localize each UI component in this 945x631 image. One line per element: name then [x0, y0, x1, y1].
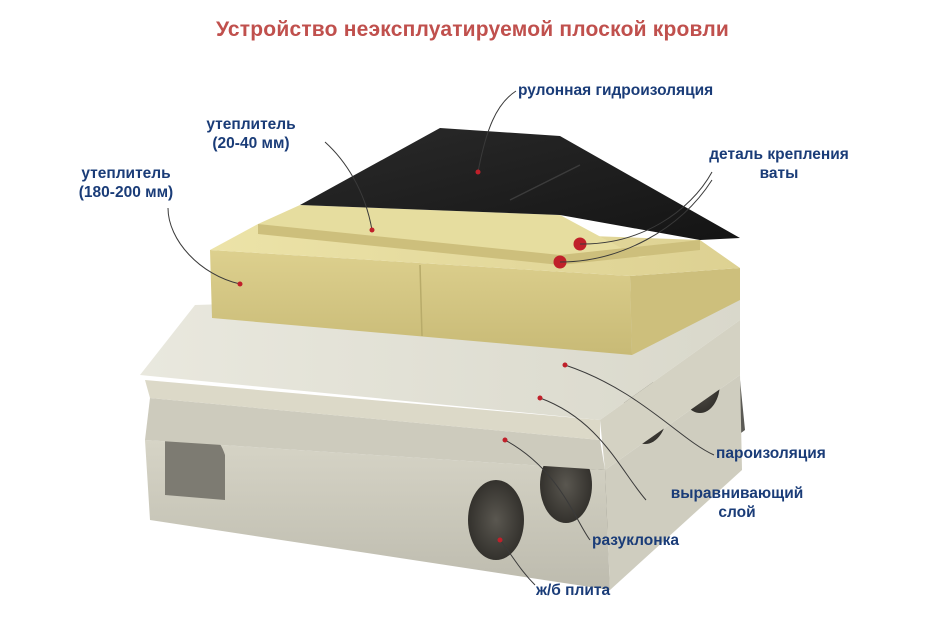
leader-fastener-2: [559, 179, 713, 263]
label-insulation-main-line1: утеплитель: [81, 165, 171, 182]
label-insulation-top-line1: утеплитель: [206, 116, 296, 133]
leader-dot: [237, 281, 243, 287]
slab-core-hole: [468, 480, 524, 560]
label-insulation-top: утеплитель (20-40 мм): [184, 115, 318, 153]
leader-insulation-top: [324, 141, 373, 231]
label-leveling-layer: выравнивающий слой: [644, 484, 830, 522]
label-insulation-main: утеплитель (180-200 мм): [58, 164, 194, 202]
leader-vapor-barrier: [564, 364, 715, 456]
leveling-layer-front: [145, 380, 600, 440]
leader-dot: [502, 437, 508, 443]
leader-dot: [562, 362, 568, 368]
label-slope-layer: разуклонка: [592, 532, 680, 549]
slab-left-cavity: [165, 428, 225, 500]
leader-slope: [504, 439, 591, 541]
label-leveling-line1: выравнивающий: [670, 485, 804, 502]
slab-right-face: [605, 375, 742, 590]
top-insulation-top: [258, 205, 700, 258]
label-fastener: деталь крепления ваты: [682, 145, 876, 183]
leader-dot: [537, 395, 543, 401]
label-insulation-top-line2: (20-40 мм): [212, 135, 290, 152]
leader-membrane: [477, 90, 517, 173]
leader-dot: [497, 537, 503, 543]
leveling-layer-right: [600, 320, 740, 470]
leader-lines: [167, 90, 715, 586]
leader-dot: [369, 227, 375, 233]
slope-layer-front: [145, 398, 605, 470]
insulation-board-joint: [419, 264, 423, 337]
main-insulation-right: [630, 268, 740, 355]
leader-insulation-main: [167, 207, 241, 285]
top-insulation-layer: [258, 205, 700, 265]
label-fastener-line1: деталь крепления: [709, 146, 849, 163]
leader-slab: [499, 539, 536, 586]
label-fastener-line2: ваты: [759, 165, 799, 182]
label-roll-waterproofing: рулонная гидроизоляция: [518, 82, 714, 99]
label-leveling-line2: слой: [718, 504, 756, 521]
label-vapor-barrier: пароизоляция: [716, 445, 826, 462]
label-concrete-slab: ж/б плита: [536, 582, 611, 599]
label-insulation-main-line2: (180-200 мм): [78, 184, 174, 201]
diagram-title: Устройство неэксплуатируемой плоской кро…: [215, 18, 730, 41]
roll-membrane-layer: [300, 128, 740, 240]
top-insulation-front: [258, 224, 700, 265]
leader-dot: [475, 169, 481, 175]
roll-membrane-sheet: [300, 128, 740, 240]
leader-fastener: [579, 171, 713, 245]
membrane-seam: [509, 164, 581, 201]
leader-leveling: [539, 397, 647, 501]
leader-endpoints: [237, 169, 568, 543]
